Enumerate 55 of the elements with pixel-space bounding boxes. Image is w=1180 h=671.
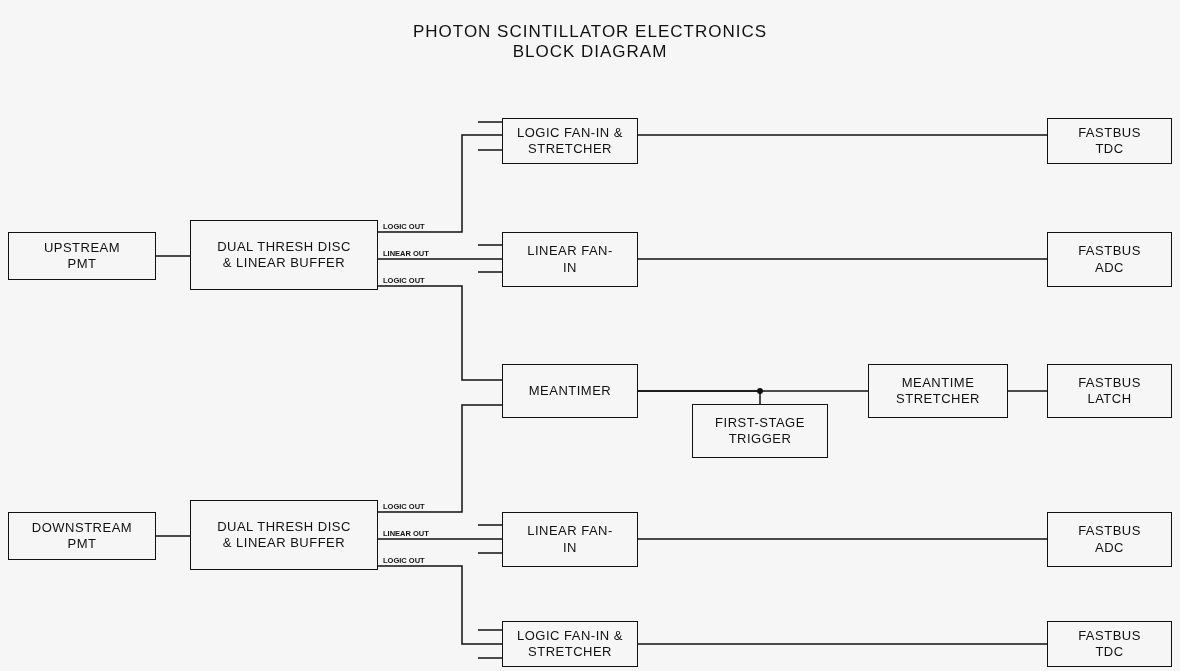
- connector-line: [155, 255, 191, 257]
- process-box: [8, 512, 156, 560]
- connector-line: [377, 565, 503, 645]
- process-box: [502, 118, 638, 164]
- box-label: FASTBUS ADC: [1077, 523, 1142, 556]
- process-box: [190, 500, 378, 570]
- connector-line: [1007, 390, 1048, 392]
- connector-line: [477, 552, 503, 554]
- box-label: DUAL THRESH DISC & LINEAR BUFFER: [216, 238, 352, 272]
- connector-line: [637, 643, 1048, 645]
- process-box: [1047, 621, 1172, 667]
- connector-line: [377, 538, 503, 540]
- connector-line: [377, 285, 503, 381]
- box-label: FASTBUS TDC: [1077, 627, 1142, 661]
- process-box: [868, 364, 1008, 418]
- connector-line: [477, 657, 503, 659]
- box-label: FIRST-STAGE TRIGGER: [714, 414, 806, 448]
- process-box: [190, 220, 378, 290]
- connector-line: [377, 134, 503, 233]
- box-label: MEANTIME STRETCHER: [895, 374, 981, 408]
- process-box: [502, 512, 638, 567]
- box-label: DOWNSTREAM PMT: [30, 519, 134, 553]
- connector-line: [637, 538, 1048, 540]
- box-label: MEANTIMER: [528, 382, 612, 400]
- box-label: FASTBUS ADC: [1077, 243, 1142, 276]
- process-box: [1047, 512, 1172, 567]
- connector-line: [477, 149, 503, 151]
- connector-line: [637, 390, 761, 405]
- connector-line: [477, 244, 503, 246]
- connector-line: [377, 258, 503, 260]
- process-box: [502, 232, 638, 287]
- connector-line: [155, 535, 191, 537]
- connector-line: [477, 629, 503, 631]
- process-box: [1047, 118, 1172, 164]
- box-label: UPSTREAM PMT: [42, 239, 122, 273]
- diagram-title: PHOTON SCINTILLATOR ELECTRONICS BLOCK DIAGRAM: [411, 22, 769, 62]
- process-box: [502, 621, 638, 667]
- connector-line: [637, 134, 1048, 136]
- box-label: FASTBUS TDC: [1077, 124, 1142, 158]
- box-label: LOGIC FAN-IN & STRETCHER: [516, 627, 624, 661]
- connector-line: [637, 258, 1048, 260]
- connector-line: [477, 271, 503, 273]
- process-box: [502, 364, 638, 418]
- connector-line: [377, 404, 503, 513]
- box-label: LINEAR FAN-IN: [526, 523, 614, 556]
- connector-line: [477, 524, 503, 526]
- box-label: LOGIC FAN-IN & STRETCHER: [516, 124, 624, 158]
- box-label: DUAL THRESH DISC & LINEAR BUFFER: [216, 518, 352, 552]
- box-label: LINEAR FAN-IN: [526, 243, 614, 276]
- process-box: [1047, 232, 1172, 287]
- process-box: [692, 404, 828, 458]
- connector-line: [477, 121, 503, 123]
- process-box: [8, 232, 156, 280]
- process-box: [1047, 364, 1172, 418]
- box-label: FASTBUS LATCH: [1077, 374, 1142, 408]
